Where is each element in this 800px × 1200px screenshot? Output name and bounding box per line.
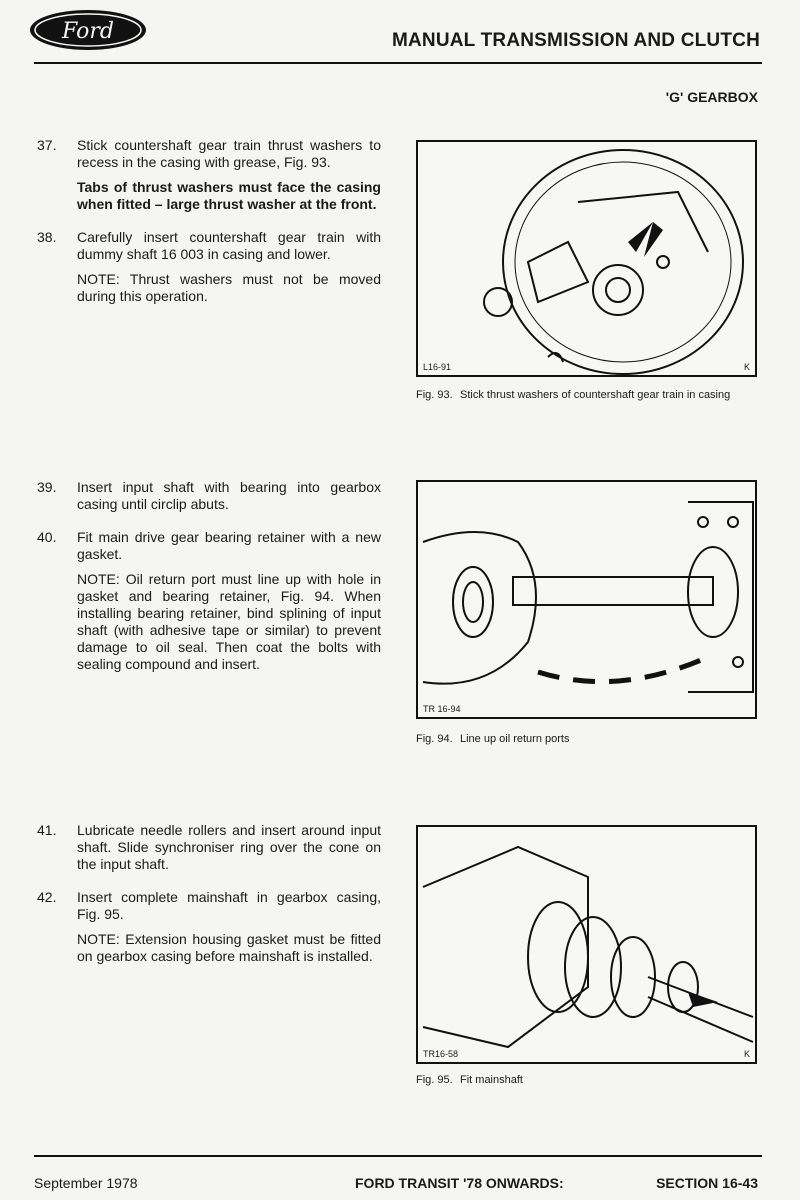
- caption-number: Fig. 95.: [416, 1074, 453, 1086]
- step-note: NOTE: Oil return port must line up with …: [77, 571, 381, 672]
- caption-text: Stick thrust washers of countershaft gea…: [460, 389, 731, 401]
- step-text: Carefully insert countershaft gear train…: [77, 229, 381, 262]
- caption-text: Fit mainshaft: [460, 1074, 523, 1086]
- step-39: 39. Insert input shaft with bearing into …: [37, 479, 381, 521]
- figure-id: L16-91: [423, 362, 452, 372]
- step-number: 42.: [37, 889, 57, 905]
- figure-corner-mark: K: [743, 1049, 750, 1059]
- footer-divider: [34, 1155, 762, 1157]
- step-warning: Tabs of thrust washers must face the cas…: [77, 179, 381, 212]
- caption-number: Fig. 94.: [416, 733, 453, 745]
- step-note: NOTE: Extension housing gasket must be f…: [77, 931, 381, 964]
- steps-group-3: 41. Lubricate needle rollers and insert a…: [37, 822, 381, 981]
- step-note: NOTE: Thrust washers must not be moved d…: [77, 271, 381, 304]
- step-text: Stick countershaft gear train thrust was…: [77, 137, 381, 170]
- page-title: MANUAL TRANSMISSION AND CLUTCH: [391, 30, 760, 51]
- step-text: Insert input shaft with bearing into gea…: [77, 479, 381, 512]
- steps-group-1: 37. Stick countershaft gear train thrust …: [37, 137, 381, 321]
- step-number: 39.: [37, 479, 57, 495]
- bearing-retainer-illustration: [422, 501, 754, 693]
- figure-id: TR 16-94: [423, 704, 461, 714]
- step-number: 37.: [37, 137, 57, 153]
- figure-94-caption: Fig. 94. Line up oil return ports: [416, 732, 746, 746]
- footer-date: September 1978: [34, 1175, 138, 1191]
- header-divider: [34, 62, 762, 64]
- step-40: 40. Fit main drive gear bearing retainer …: [37, 529, 381, 681]
- steps-group-2: 39. Insert input shaft with bearing into …: [37, 479, 381, 689]
- step-text: Insert complete mainshaft in gearbox cas…: [77, 889, 381, 922]
- arrow-icon: [628, 222, 663, 257]
- caption-number: Fig. 93.: [416, 389, 453, 401]
- figure-94: TR 16-94: [416, 480, 757, 719]
- step-38: 38. Carefully insert countershaft gear tr…: [37, 229, 381, 313]
- step-number: 40.: [37, 529, 57, 545]
- section-subtitle: 'G' GEARBOX: [665, 89, 758, 105]
- figure-corner-mark: K: [743, 362, 750, 372]
- figure-95: TR16-58 K: [416, 825, 757, 1064]
- arrow-icon: [688, 992, 718, 1007]
- figure-95-caption: Fig. 95. Fit mainshaft: [416, 1073, 746, 1087]
- figure-id: TR16-58: [423, 1049, 459, 1059]
- step-number: 41.: [37, 822, 57, 838]
- svg-text:Ford: Ford: [61, 19, 114, 44]
- mainshaft-illustration: [422, 845, 754, 1049]
- ford-logo: Ford: [30, 10, 146, 50]
- figure-93: L16-91 K: [416, 140, 757, 377]
- footer-section: SECTION 16-43: [656, 1175, 758, 1191]
- figure-93-caption: Fig. 93. Stick thrust washers of counters…: [416, 388, 746, 402]
- step-41: 41. Lubricate needle rollers and insert a…: [37, 822, 381, 881]
- gearbox-casing-illustration: [483, 149, 744, 375]
- caption-text: Line up oil return ports: [460, 733, 570, 745]
- step-text: Lubricate needle rollers and insert arou…: [77, 822, 381, 872]
- step-42: 42. Insert complete mainshaft in gearbox …: [37, 889, 381, 973]
- step-number: 38.: [37, 229, 57, 245]
- step-37: 37. Stick countershaft gear train thrust …: [37, 137, 381, 221]
- step-text: Fit main drive gear bearing retainer wit…: [77, 529, 381, 562]
- footer-model: FORD TRANSIT '78 ONWARDS:: [355, 1175, 564, 1191]
